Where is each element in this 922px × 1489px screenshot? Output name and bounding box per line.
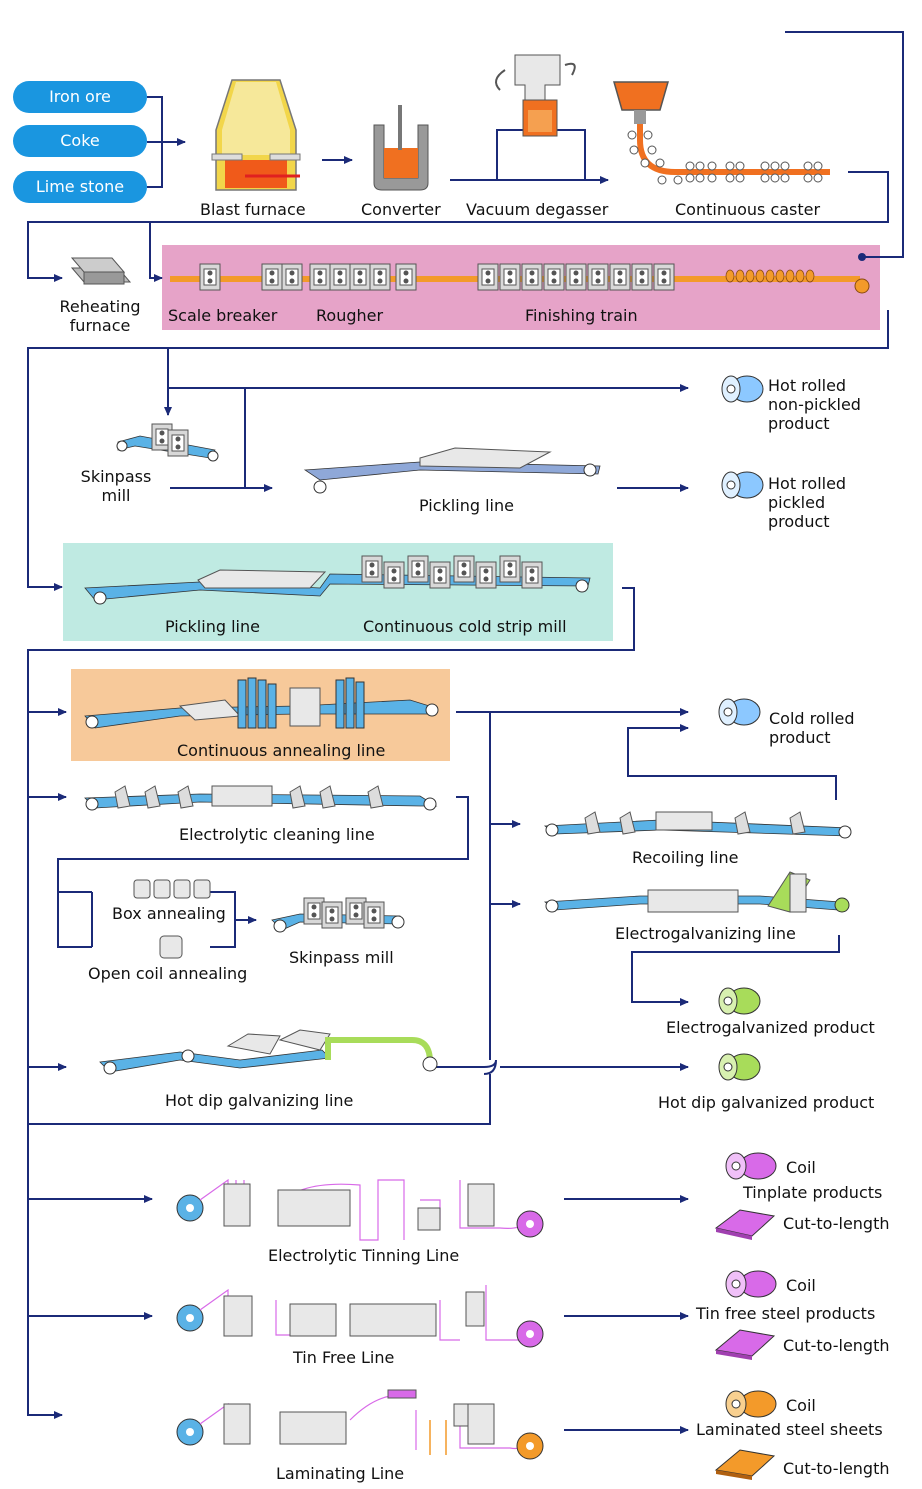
label-scale-breaker: Scale breaker [168,306,278,325]
raw-coke: Coke [13,125,147,157]
label-hot-pickling-line: Pickling line [419,496,514,515]
label-laminated-steel-sheets: Laminated steel sheets [696,1420,883,1439]
tin-free-line-illustration [176,1285,544,1348]
label-hot-non-pickled-product: Hot rolled non-pickled product [768,376,861,433]
blast-furnace-illustration [211,79,301,191]
label-converter: Converter [361,200,441,219]
label-rougher: Rougher [316,306,384,325]
label-continuous-caster: Continuous caster [675,200,821,219]
laminating-line-illustration [176,1389,544,1460]
label-tinplate-cut-to-length: Cut-to-length [783,1214,890,1233]
electrolytic-cleaning-illustration [84,785,438,811]
hot-non-pickled-coil-icon [721,375,764,403]
label-tin-free-line: Tin Free Line [293,1348,395,1367]
hot-rolling-line-illustration [170,253,870,294]
tin-free-coil-icon [725,1270,777,1298]
label-cold-skinpass-mill: Skinpass mill [289,948,394,967]
label-cold-rolled-product: Cold rolled product [769,709,855,747]
label-tinning-line: Electrolytic Tinning Line [268,1246,460,1265]
hot-skinpass-illustration [116,423,219,462]
open-coil-annealing-illustration [159,935,183,959]
reheating-furnace-illustration [70,257,132,285]
converter-illustration [373,105,429,191]
label-tinplate-coil: Coil [786,1158,816,1177]
label-box-annealing: Box annealing [112,904,226,923]
hot-pickling-line-illustration [303,447,601,494]
tin-free-sheet-icon [714,1329,776,1360]
label-blast-furnace: Blast furnace [200,200,306,219]
cold-skinpass-illustration [271,897,405,933]
label-laminated-cut-to-length: Cut-to-length [783,1459,890,1478]
label-reheating-furnace: Reheating furnace [59,297,141,335]
recoiling-line-illustration [543,811,852,839]
label-recoiling-line: Recoiling line [632,848,739,867]
cold-rolled-coil-icon [718,698,761,726]
label-tin-free-steel-products: Tin free steel products [696,1304,876,1323]
label-vacuum-degasser: Vacuum degasser [466,200,609,219]
hot-dip-galvanized-coil-icon [718,1053,761,1081]
tinplate-coil-icon [725,1152,777,1180]
cold-rolling-line-illustration [84,555,591,605]
label-open-coil-annealing: Open coil annealing [88,964,248,983]
label-hot-skinpass-mill: Skinpass mill [80,467,152,505]
raw-lime-stone: Lime stone [13,171,147,203]
label-laminated-coil: Coil [786,1396,816,1415]
electrogalvanized-coil-icon [718,987,761,1015]
continuous-caster-illustration [613,81,830,185]
hot-dip-galvanizing-illustration [99,1029,438,1075]
vacuum-degasser-illustration [495,54,576,137]
label-cold-strip-mill: Continuous cold strip mill [363,617,567,636]
label-hot-dip-galvanized-product: Hot dip galvanized product [658,1093,875,1112]
label-cold-pickling-line: Pickling line [165,617,260,636]
hot-pickled-coil-icon [721,471,764,499]
box-annealing-illustration [133,879,211,899]
label-laminating-line: Laminating Line [276,1464,405,1483]
label-tin-free-cut-to-length: Cut-to-length [783,1336,890,1355]
laminated-coil-icon [725,1390,777,1418]
label-finishing-train: Finishing train [525,306,638,325]
label-continuous-annealing-line: Continuous annealing line [177,741,386,760]
label-hot-pickled-product: Hot rolled pickled product [768,474,847,531]
label-electrolytic-cleaning-line: Electrolytic cleaning line [179,825,375,844]
tinning-line-illustration [176,1178,544,1241]
label-electrogalvanized-product: Electrogalvanized product [666,1018,875,1037]
continuous-annealing-illustration [84,677,439,729]
raw-iron-ore: Iron ore [13,81,147,113]
tinplate-sheet-icon [714,1209,776,1240]
electrogalvanizing-illustration [543,871,850,913]
laminated-sheet-icon [714,1449,776,1480]
label-hot-dip-galvanizing-line: Hot dip galvanizing line [165,1091,354,1110]
label-electrogalvanizing-line: Electrogalvanizing line [615,924,796,943]
label-tin-free-coil: Coil [786,1276,816,1295]
label-tinplate-products: Tinplate products [743,1183,883,1202]
